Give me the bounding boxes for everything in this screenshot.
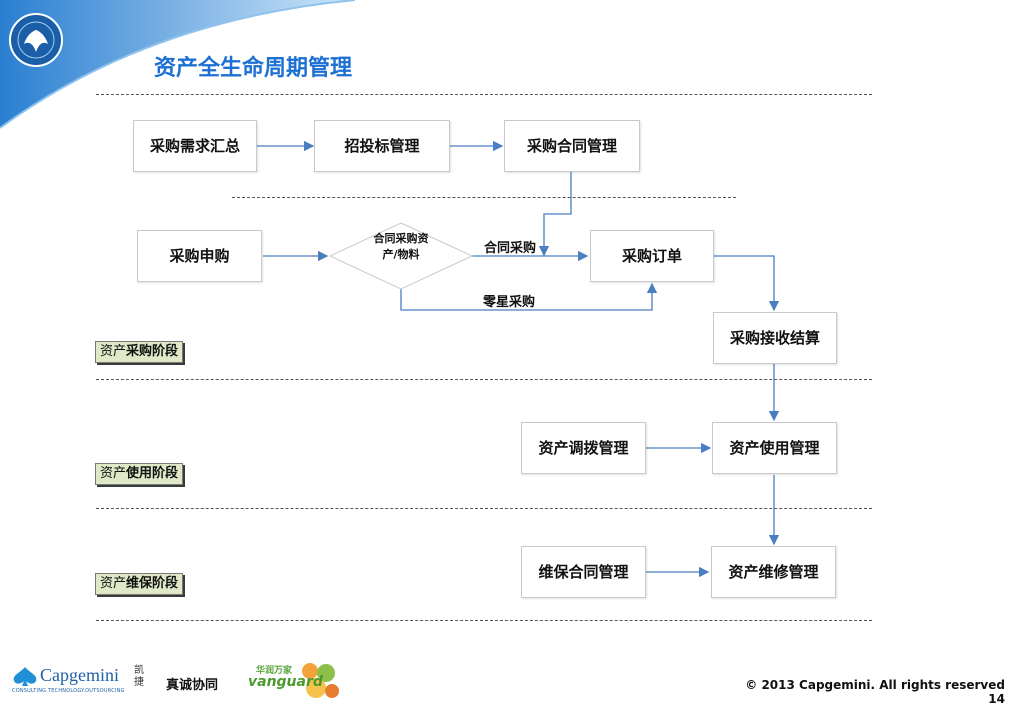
- asset-transfer-box: 资产调拨管理: [521, 422, 646, 474]
- vanguard-logo: 华润万家 vanguard: [248, 661, 340, 703]
- divider-usage: [96, 508, 872, 509]
- contract-purchase-label: 合同采购: [484, 241, 537, 256]
- asset-usage-box: 资产使用管理: [712, 422, 837, 474]
- receipt-settlement-box: 采购接收结算: [713, 312, 837, 364]
- copyright-text: © 2013 Capgemini. All rights reserved: [745, 678, 1005, 692]
- stage-tag-purchase: 资产采购阶段: [95, 341, 184, 363]
- divider-inner: [232, 197, 736, 198]
- emblem-icon: [9, 13, 63, 67]
- page-number: 14: [988, 692, 1005, 706]
- contract-management-box: 采购合同管理: [504, 120, 640, 172]
- spade-icon: [13, 667, 37, 686]
- demand-summary-box: 采购需求汇总: [133, 120, 257, 172]
- asset-maintenance-box: 资产维修管理: [711, 546, 836, 598]
- capgemini-logo: Capgemini 凯捷 CONSULTING.TECHNOLOGY.OUTSO…: [12, 665, 144, 694]
- stage-tag-usage: 资产使用阶段: [95, 463, 184, 485]
- purchase-requisition-box: 采购申购: [137, 230, 262, 282]
- purchase-order-box: 采购订单: [590, 230, 714, 282]
- spot-purchase-label: 零星采购: [483, 295, 536, 310]
- divider-maintenance: [96, 620, 872, 621]
- partner-text: 真诚协同: [166, 678, 219, 693]
- page-title: 资产全生命周期管理: [154, 56, 353, 81]
- header-swoosh: [0, 0, 356, 129]
- stage-tag-maintenance: 资产维保阶段: [95, 573, 184, 595]
- decision-label: 合同采购资产/物料: [373, 232, 429, 261]
- vanguard-dots-icon: [302, 663, 339, 698]
- decision-diamond: [328, 222, 474, 290]
- tender-management-box: 招投标管理: [314, 120, 450, 172]
- divider-purchase: [96, 379, 872, 380]
- maintenance-contract-box: 维保合同管理: [521, 546, 646, 598]
- divider-top: [96, 94, 872, 95]
